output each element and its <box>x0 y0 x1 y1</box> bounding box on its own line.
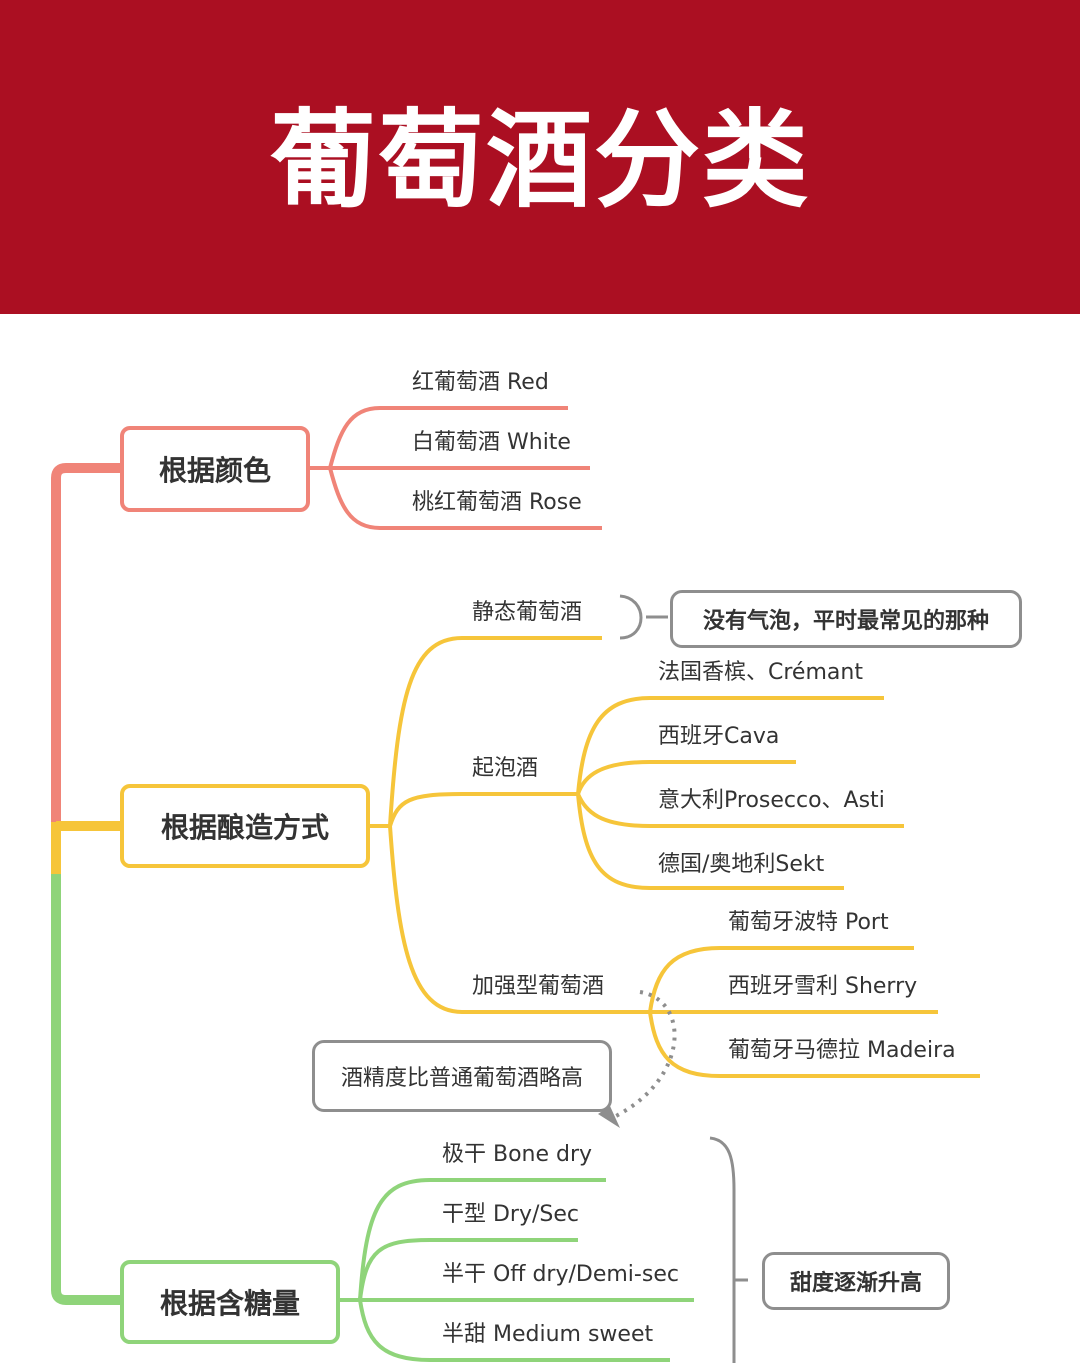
color-item-red: 红葡萄酒 Red <box>412 370 549 395</box>
sugar-item-off-dry: 半干 Off dry/Demi-sec <box>442 1262 679 1287</box>
color-item-rose: 桃红葡萄酒 Rose <box>412 490 582 515</box>
branch-color: 根据颜色 <box>120 426 310 512</box>
page-title: 葡萄酒分类 <box>270 99 810 222</box>
sugar-item-medium-sweet: 半甜 Medium sweet <box>442 1322 654 1347</box>
branch-method-label: 根据酿造方式 <box>160 811 329 844</box>
method-connectors <box>370 636 980 1078</box>
method-sparkling-label: 起泡酒 <box>472 756 539 781</box>
still-note-bracket <box>619 594 668 640</box>
title-banner: 葡萄酒分类 <box>0 0 1080 314</box>
sparkling-item-germany: 德国/奥地利Sekt <box>658 852 825 877</box>
trunk-color <box>51 463 122 828</box>
fortified-item-madeira: 葡萄牙马德拉 Madeira <box>728 1038 956 1063</box>
sugar-item-dry: 干型 Dry/Sec <box>442 1202 580 1227</box>
trunk-sugar <box>51 874 122 1305</box>
fortified-note: 酒精度比普通葡萄酒略高 <box>312 1040 612 1112</box>
sparkling-item-spain: 西班牙Cava <box>658 724 780 749</box>
method-fortified-label: 加强型葡萄酒 <box>472 974 605 999</box>
sugar-note-bracket <box>709 1136 748 1363</box>
trunk-method <box>51 821 122 878</box>
sparkling-item-france: 法国香槟、Crémant <box>658 660 863 685</box>
still-wine-note-text: 没有气泡，平时最常见的那种 <box>702 609 989 634</box>
color-connectors <box>310 406 602 530</box>
branch-color-label: 根据颜色 <box>158 454 271 487</box>
sparkling-item-italy: 意大利Prosecco、Asti <box>658 788 885 813</box>
sugar-connectors <box>340 1178 694 1362</box>
sugar-note-text: 甜度逐渐升高 <box>789 1271 922 1296</box>
sugar-item-bone-dry: 极干 Bone dry <box>442 1142 593 1167</box>
branch-method: 根据酿造方式 <box>120 784 370 868</box>
fortified-arrow-head <box>598 1106 620 1128</box>
branch-sugar: 根据含糖量 <box>120 1260 340 1344</box>
branch-sugar-label: 根据含糖量 <box>159 1287 300 1320</box>
still-wine-note: 没有气泡，平时最常见的那种 <box>670 590 1022 648</box>
fortified-item-sherry: 西班牙雪利 Sherry <box>728 974 918 999</box>
color-item-white: 白葡萄酒 White <box>412 430 571 455</box>
sugar-note: 甜度逐渐升高 <box>762 1252 950 1310</box>
method-still-label: 静态葡萄酒 <box>472 600 583 625</box>
fortified-note-text: 酒精度比普通葡萄酒略高 <box>340 1066 583 1091</box>
fortified-item-port: 葡萄牙波特 Port <box>728 910 889 935</box>
